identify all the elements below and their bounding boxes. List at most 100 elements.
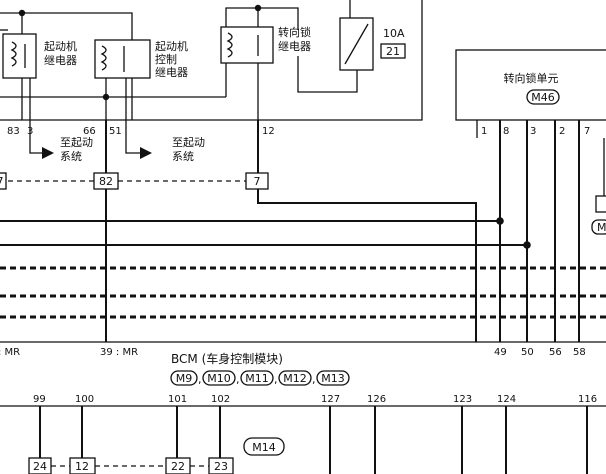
junction-dot [496,217,504,225]
joint-connector-label: 23 [214,460,228,473]
relay-coil-icon [226,32,233,58]
starter-relay-box [2,33,37,79]
bottom-connector-row: 24 12 22 23 [28,457,234,474]
fuse-number: 21 [386,45,400,58]
fuse-element-icon [344,23,369,65]
relay-area-border [0,0,423,121]
pin-label: 101 [168,394,187,405]
starter-relay: 起动机继电器 [2,33,77,120]
arrow-right-icon [42,147,54,159]
bcm-connector: M12 [283,372,307,385]
to-starter-arrow-1: 至起动系统 [29,120,93,163]
pin-label: 56 [549,347,562,358]
bcm-connector: M10 [207,372,231,385]
pin-label: 7 [584,126,590,137]
to-starter-arrow-2: 至起动系统 [125,120,205,163]
arrow-right-icon [140,147,152,159]
pin-label: 66 [83,126,96,137]
fuse-10a: 10A 21 [297,0,406,93]
connector-badge [202,370,236,386]
bcm-bottom-pins: 99 100 101 102 127 126 123 124 116 [33,394,597,405]
wire [29,120,42,154]
bcm-title: BCM (车身控制模块) [171,351,283,366]
connector-badge [591,219,606,235]
top-pins: 83 3 66 51 12 [7,126,275,137]
pin-label: 124 [497,394,516,405]
bcm-header: BCM (车身控制模块) M9,M10,M11,M12,M13 [170,351,350,386]
connector-badge [170,370,198,386]
relay-coil-icon [10,41,17,67]
separator: , [274,373,278,386]
bcm-harness-connector: M14 [252,441,276,454]
joint-connector [208,457,234,474]
bcm-top-pins: 49 50 56 58 [494,347,586,358]
pin-label: 58 [573,347,586,358]
starter-control-relay-box [94,39,151,79]
joint-connector-label: 12 [75,460,89,473]
joint-connector [28,457,52,474]
side-connector-box [595,195,606,213]
joint-connector-row: 7 82 7 [0,172,269,190]
bcm-connector: M11 [245,372,269,385]
wire [297,56,358,93]
joint-connector-label: 24 [33,460,47,473]
steering-lock-connector: M46 [531,91,555,104]
pin-label: 99 [33,394,46,405]
pin-label: 49 [494,347,507,358]
starter-control-relay-label: 起动机控制继电器 [155,39,188,79]
steering-lock-unit-title: 转向锁单元 [504,71,559,85]
bcm-connector-list: M9,M10,M11,M12,M13 [170,370,350,386]
connector-badge [243,437,285,456]
ground-ref: : MR [0,347,20,358]
joint-connector-label: 7 [254,175,261,188]
separator: , [312,373,316,386]
pin-label: 100 [75,394,94,405]
starter-control-relay: 起动机控制继电器 [0,39,226,120]
pin-label: 50 [521,347,534,358]
to-starter-label: 至起动系统 [60,136,93,163]
separator: , [198,373,202,386]
connector-badge [316,370,350,386]
connector-badge [526,89,560,105]
steering-lock-unit: 转向锁单元 M46 1 8 3 2 7 M [455,49,606,342]
joint-connector [0,172,7,190]
top-supply-wire [0,12,133,120]
steering-lock-relay-label: 转向锁继电器 [278,25,311,53]
joint-connector [69,457,96,474]
pin-label: 2 [559,126,565,137]
pin-label: 51 [109,126,122,137]
steering-lock-unit-box [455,49,606,121]
junction-dot [523,241,531,249]
pin-label: 127 [321,394,340,405]
pin-label: 12 [262,126,275,137]
pin-label: 116 [578,394,597,405]
pin-label: 1 [481,126,487,137]
joint-connector [165,457,191,474]
bcm-bottom-wires [39,406,588,474]
relay-area [0,0,423,121]
wire [125,120,140,154]
joint-connector-label: 7 [0,175,4,188]
steering-lock-relay-box [220,26,274,64]
fuse-number-box [380,43,406,59]
bcm-connector: M9 [176,372,193,385]
relay-coil-icon [100,45,107,71]
ground-ref: 39 : MR [100,347,138,358]
starter-relay-label: 起动机继电器 [44,39,77,67]
pin-label: 123 [453,394,472,405]
pin-label: 8 [503,126,509,137]
connector-badge [278,370,312,386]
fuse-rating: 10A [383,27,405,40]
connector-badge [240,370,274,386]
joint-connector-label: 82 [99,175,113,188]
ground-refs: : MR 39 : MR [0,347,138,358]
to-starter-label: 至起动系统 [172,136,205,163]
joint-connector-label: 22 [171,460,185,473]
bus-lines [0,217,606,319]
pin-label: 102 [211,394,230,405]
wire [257,189,477,342]
steering-lock-relay: 转向锁继电器 [220,4,311,120]
pin-label: 83 [7,126,20,137]
